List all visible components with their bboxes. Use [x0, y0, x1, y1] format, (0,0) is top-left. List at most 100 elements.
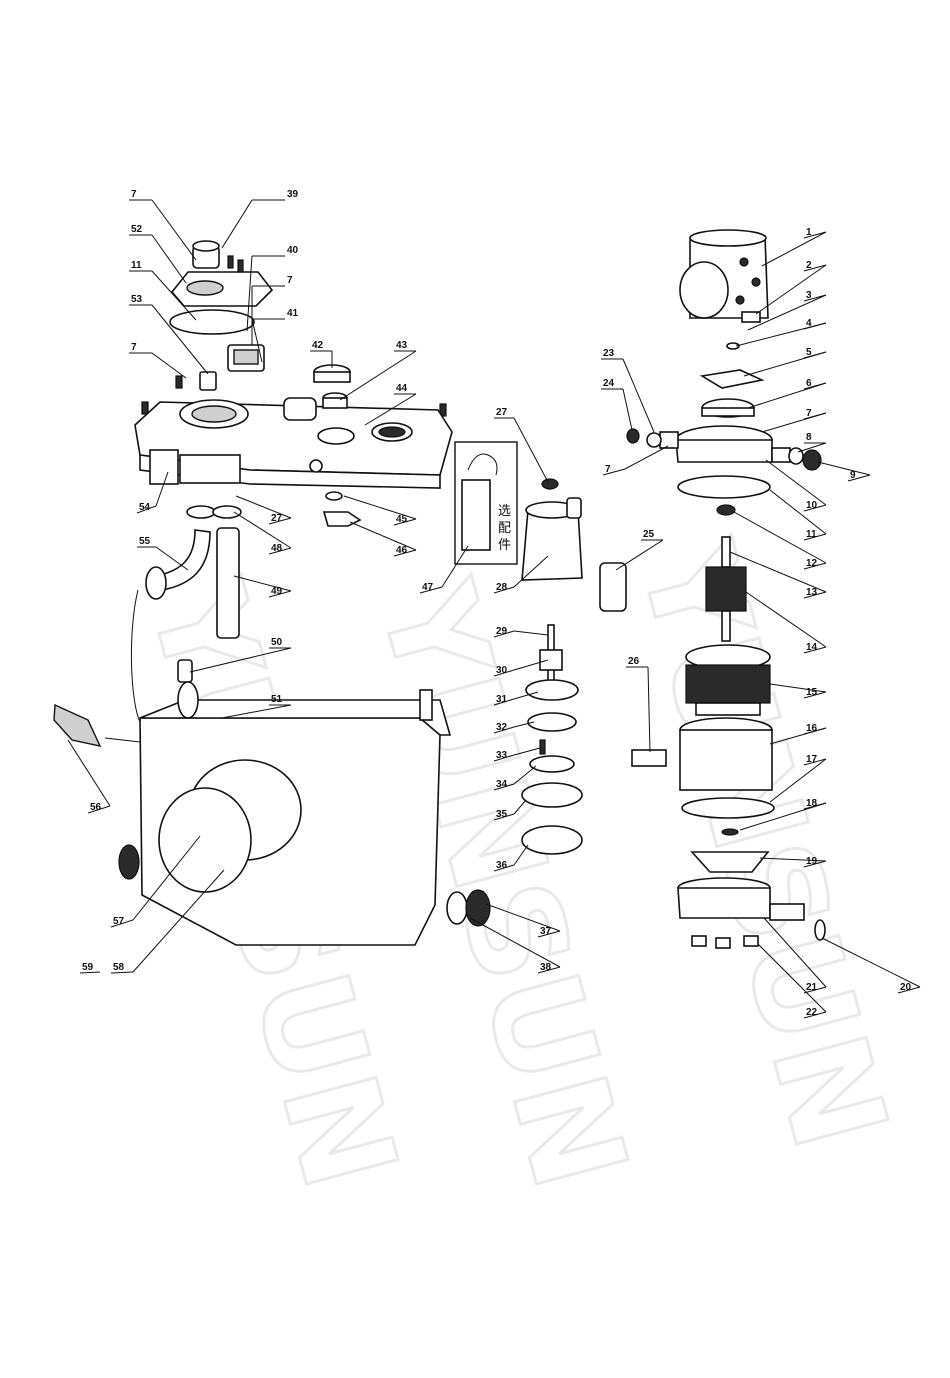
- callout-number: 43: [396, 340, 408, 351]
- corrugated-hose-part-49: [217, 528, 239, 638]
- o-ring-part-17: [682, 798, 774, 818]
- callout-number: 7: [605, 464, 611, 475]
- callout-leader: [152, 200, 196, 260]
- pump-head-body: [676, 440, 772, 462]
- screw-lid-left: [142, 402, 148, 414]
- callout-leader: [736, 323, 826, 346]
- callout-c-46: 46: [350, 522, 416, 556]
- callout-number: 50: [271, 637, 283, 648]
- hose-ring-left: [187, 506, 215, 518]
- callout-number: 18: [806, 798, 818, 809]
- callout-number: 21: [806, 982, 818, 993]
- foot-part-22a: [692, 936, 706, 946]
- callout-number: 58: [113, 962, 125, 973]
- stator-part-15: [686, 665, 770, 703]
- motor-housing-part-16: [680, 730, 772, 790]
- callout-leader: [744, 352, 826, 376]
- impeller-base: [702, 408, 754, 416]
- callout-number: 41: [287, 308, 299, 319]
- outlet-nozzle-top: [193, 241, 219, 251]
- callout-c-23: 23: [601, 348, 654, 432]
- callout-leader: [222, 200, 252, 248]
- small-parts: [324, 492, 360, 526]
- callout-c-59: 59: [80, 962, 100, 973]
- callout-number: 27: [271, 513, 283, 524]
- bracket-window: [234, 350, 258, 364]
- check-valve-assembly: [522, 479, 582, 854]
- callout-c-1: 1: [762, 227, 826, 266]
- callout-number: 14: [806, 642, 818, 653]
- callout-c-24: 24: [601, 378, 632, 430]
- callout-number: 1: [806, 227, 812, 238]
- pressure-chamber: [180, 455, 240, 483]
- accessory-label-char-3: 件: [498, 538, 511, 553]
- callout-number: 16: [806, 723, 818, 734]
- callout-c-27b: 27: [236, 496, 291, 524]
- callout-number: 7: [131, 189, 137, 200]
- rotor-core-part-14: [706, 567, 746, 611]
- callout-number: 12: [806, 558, 818, 569]
- callout-c-48: 48: [234, 512, 291, 554]
- callout-number: 5: [806, 347, 812, 358]
- screw-top-b: [238, 260, 243, 272]
- switch-housing-part-54: [150, 450, 178, 484]
- callout-leader: [625, 446, 668, 469]
- capacitor-part-25: [600, 563, 626, 611]
- callout-number: 45: [396, 514, 408, 525]
- callout-number: 8: [806, 432, 812, 443]
- callout-c-29: 29: [494, 626, 548, 637]
- callout-leader: [68, 740, 110, 806]
- hose-ring-right-part-48: [213, 506, 241, 518]
- callout-number: 11: [806, 529, 817, 540]
- cage-hole-2: [752, 278, 760, 286]
- callout-leader: [152, 353, 186, 378]
- callout-number: 9: [850, 470, 856, 481]
- callout-leader: [623, 389, 632, 430]
- callout-number: 36: [496, 860, 508, 871]
- callout-number: 7: [806, 408, 812, 419]
- callout-c-42: 42: [310, 340, 332, 368]
- callout-number: 32: [496, 722, 508, 733]
- callout-number: 6: [806, 378, 812, 389]
- callout-number: 29: [496, 626, 508, 637]
- callout-number: 52: [131, 224, 143, 235]
- callout-number: 28: [496, 582, 508, 593]
- filter-cage-opening: [680, 262, 728, 318]
- callout-number: 47: [422, 582, 434, 593]
- callout-number: 54: [139, 502, 151, 513]
- accessory-box: 选 配 件: [455, 442, 517, 564]
- callout-number: 56: [90, 802, 102, 813]
- callout-number: 53: [131, 294, 143, 305]
- callout-number: 3: [806, 290, 812, 301]
- filter-unit-part-47: [462, 480, 490, 550]
- accessory-label-char-2: 配: [498, 521, 511, 536]
- cap-set: [314, 365, 350, 408]
- callout-number: 30: [496, 665, 508, 676]
- callout-number: 46: [396, 545, 408, 556]
- o-ring-part-11: [678, 476, 770, 498]
- switch-body-part-30: [540, 650, 562, 670]
- callout-c-5: 5: [744, 347, 826, 376]
- callout-c-7d: 7: [762, 408, 826, 432]
- callout-number: 17: [806, 754, 818, 765]
- foot-part-22b: [716, 938, 730, 948]
- lid-port-right-inner: [379, 427, 405, 437]
- callout-number: 57: [113, 916, 125, 927]
- callout-leader: [762, 232, 826, 266]
- lid-bolt-hole: [310, 460, 322, 472]
- coupling-ring-part-38: [447, 892, 467, 924]
- callout-c-7c: 7: [129, 342, 186, 378]
- callout-number: 22: [806, 1007, 818, 1018]
- plug-part-23: [647, 433, 661, 447]
- o-ring-part-32: [528, 713, 576, 731]
- callout-leader: [156, 547, 188, 570]
- callout-number: 55: [139, 536, 151, 547]
- callout-number: 49: [271, 586, 283, 597]
- callout-number: 38: [540, 962, 552, 973]
- callout-number: 37: [540, 926, 552, 937]
- valve-housing-part-28: [522, 510, 582, 580]
- lid-boss: [284, 398, 316, 420]
- callout-number: 2: [806, 260, 812, 271]
- callout-number: 48: [271, 543, 283, 554]
